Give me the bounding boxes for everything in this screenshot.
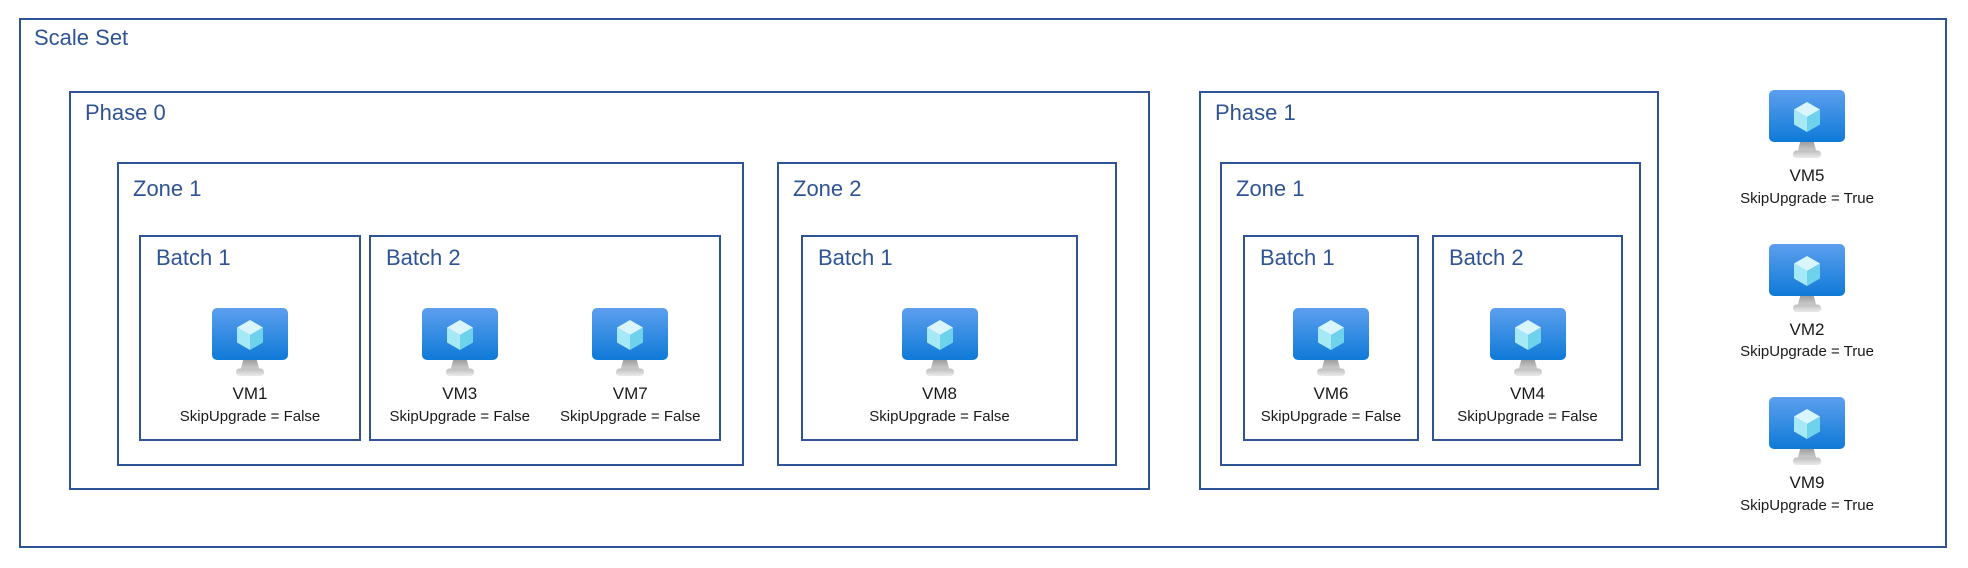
vm-item: VM1 SkipUpgrade = False (179, 308, 321, 426)
vm-row: VM6 SkipUpgrade = False (1245, 270, 1417, 439)
virtual-machine-icon (592, 308, 669, 377)
batch-label: Batch 1 (1260, 245, 1335, 270)
vm-skip-upgrade-label: SkipUpgrade = False (1260, 408, 1402, 425)
vm-name: VM9 (1789, 473, 1825, 493)
phase-0-box: Phase 0 Zone 1 Batch 1 (69, 91, 1150, 490)
virtual-machine-icon (212, 308, 288, 377)
vm-skip-upgrade-label: SkipUpgrade = True (1740, 497, 1874, 515)
vm-row: VM1 SkipUpgrade = False (141, 270, 359, 439)
phase0-zone2-batch1-box: Batch 1 VM8 SkipUpgrade = False (801, 235, 1078, 441)
scale-set-box: Scale Set Phase 0 Zone 1 Batch 1 (19, 18, 1947, 548)
phase1-zone1-batch2-box: Batch 2 VM4 SkipUpgrade = False (1432, 235, 1623, 441)
vm-name: VM3 (442, 384, 478, 404)
vm-row: VM3 SkipUpgrade = False VM7 (371, 270, 719, 439)
vm-item: VM9 SkipUpgrade = True (1740, 397, 1874, 515)
standalone-vms-column: VM5 SkipUpgrade = True VM2 SkipUpgrade =… (1722, 90, 1892, 515)
vm-item: VM6 SkipUpgrade = False (1260, 308, 1402, 426)
vm-name: VM5 (1789, 166, 1825, 185)
vm-name: VM1 (232, 384, 268, 404)
phase0-zone2-box: Zone 2 Batch 1 VM8 SkipU (777, 162, 1117, 466)
vm-item: VM7 SkipUpgrade = False (560, 308, 701, 426)
vm-skip-upgrade-label: SkipUpgrade = False (1457, 408, 1598, 425)
vm-item: VM4 SkipUpgrade = False (1457, 308, 1598, 426)
zone-label: Zone 1 (1236, 176, 1305, 201)
virtual-machine-icon (421, 308, 498, 377)
phase0-zone1-box: Zone 1 Batch 1 VM1 SkipU (117, 162, 744, 466)
batch-label: Batch 2 (386, 245, 461, 270)
vm-item: VM8 SkipUpgrade = False (869, 308, 1010, 426)
phase-label: Phase 0 (85, 100, 166, 125)
vm-item: VM3 SkipUpgrade = False (389, 308, 531, 426)
zone-label: Zone 1 (133, 176, 202, 201)
vm-row: VM8 SkipUpgrade = False (803, 270, 1076, 439)
virtual-machine-icon (1768, 90, 1845, 158)
batch-label: Batch 1 (156, 245, 231, 270)
vm-skip-upgrade-label: SkipUpgrade = False (389, 408, 531, 425)
virtual-machine-icon (901, 308, 978, 377)
phase-label: Phase 1 (1215, 100, 1296, 125)
phase0-zone1-batch2-box: Batch 2 VM3 SkipUpgrade = False (369, 235, 721, 441)
vm-skip-upgrade-label: SkipUpgrade = False (179, 408, 321, 425)
vm-skip-upgrade-label: SkipUpgrade = True (1740, 343, 1874, 361)
batch-label: Batch 2 (1449, 245, 1524, 270)
vm-name: VM7 (612, 384, 648, 404)
vm-item: VM2 SkipUpgrade = True (1740, 243, 1874, 362)
vm-name: VM4 (1510, 384, 1545, 404)
vm-skip-upgrade-label: SkipUpgrade = False (869, 408, 1010, 425)
vm-item: VM5 SkipUpgrade = True (1740, 90, 1874, 208)
phase-1-box: Phase 1 Zone 1 Batch 1 V (1199, 91, 1659, 490)
vm-skip-upgrade-label: SkipUpgrade = False (560, 408, 701, 425)
vm-name: VM8 (922, 384, 957, 404)
virtual-machine-icon (1293, 308, 1369, 377)
virtual-machine-icon (1489, 308, 1566, 377)
phase1-zone1-box: Zone 1 Batch 1 VM6 SkipU (1220, 162, 1641, 466)
phase1-zone1-batch1-box: Batch 1 VM6 SkipUpgrade = False (1243, 235, 1419, 441)
vm-skip-upgrade-label: SkipUpgrade = True (1740, 189, 1874, 207)
scale-set-title: Scale Set (34, 25, 129, 50)
phase0-zone1-batch1-box: Batch 1 VM1 SkipUpgrade = False (139, 235, 361, 441)
virtual-machine-icon (1768, 243, 1845, 312)
vm-name: VM2 (1789, 319, 1825, 339)
vm-name: VM6 (1313, 384, 1349, 404)
batch-label: Batch 1 (818, 245, 893, 270)
virtual-machine-icon (1768, 397, 1845, 466)
zone-label: Zone 2 (793, 176, 862, 201)
vm-row: VM4 SkipUpgrade = False (1434, 270, 1621, 439)
